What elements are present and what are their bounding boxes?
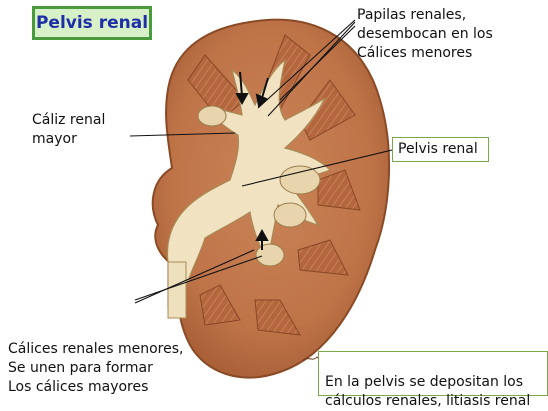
note-litiasis-box: En la pelvis se depositan los cálculos r… — [318, 351, 548, 396]
note-litiasis: En la pelvis se depositan los cálculos r… — [325, 374, 530, 409]
title-box: Pelvis renal — [32, 6, 152, 40]
page-title: Pelvis renal — [36, 13, 148, 33]
label-pelvis-renal: Pelvis renal — [398, 141, 478, 157]
label-caliz-mayor: Cáliz renal mayor — [32, 111, 105, 149]
label-papilas-renales: Papilas renales, desembocan en los Cálic… — [357, 6, 493, 63]
ureter — [168, 262, 186, 318]
label-calices-menores: Cálices renales menores, Se unen para fo… — [8, 340, 183, 397]
label-pelvis-renal-box: Pelvis renal — [392, 137, 489, 162]
